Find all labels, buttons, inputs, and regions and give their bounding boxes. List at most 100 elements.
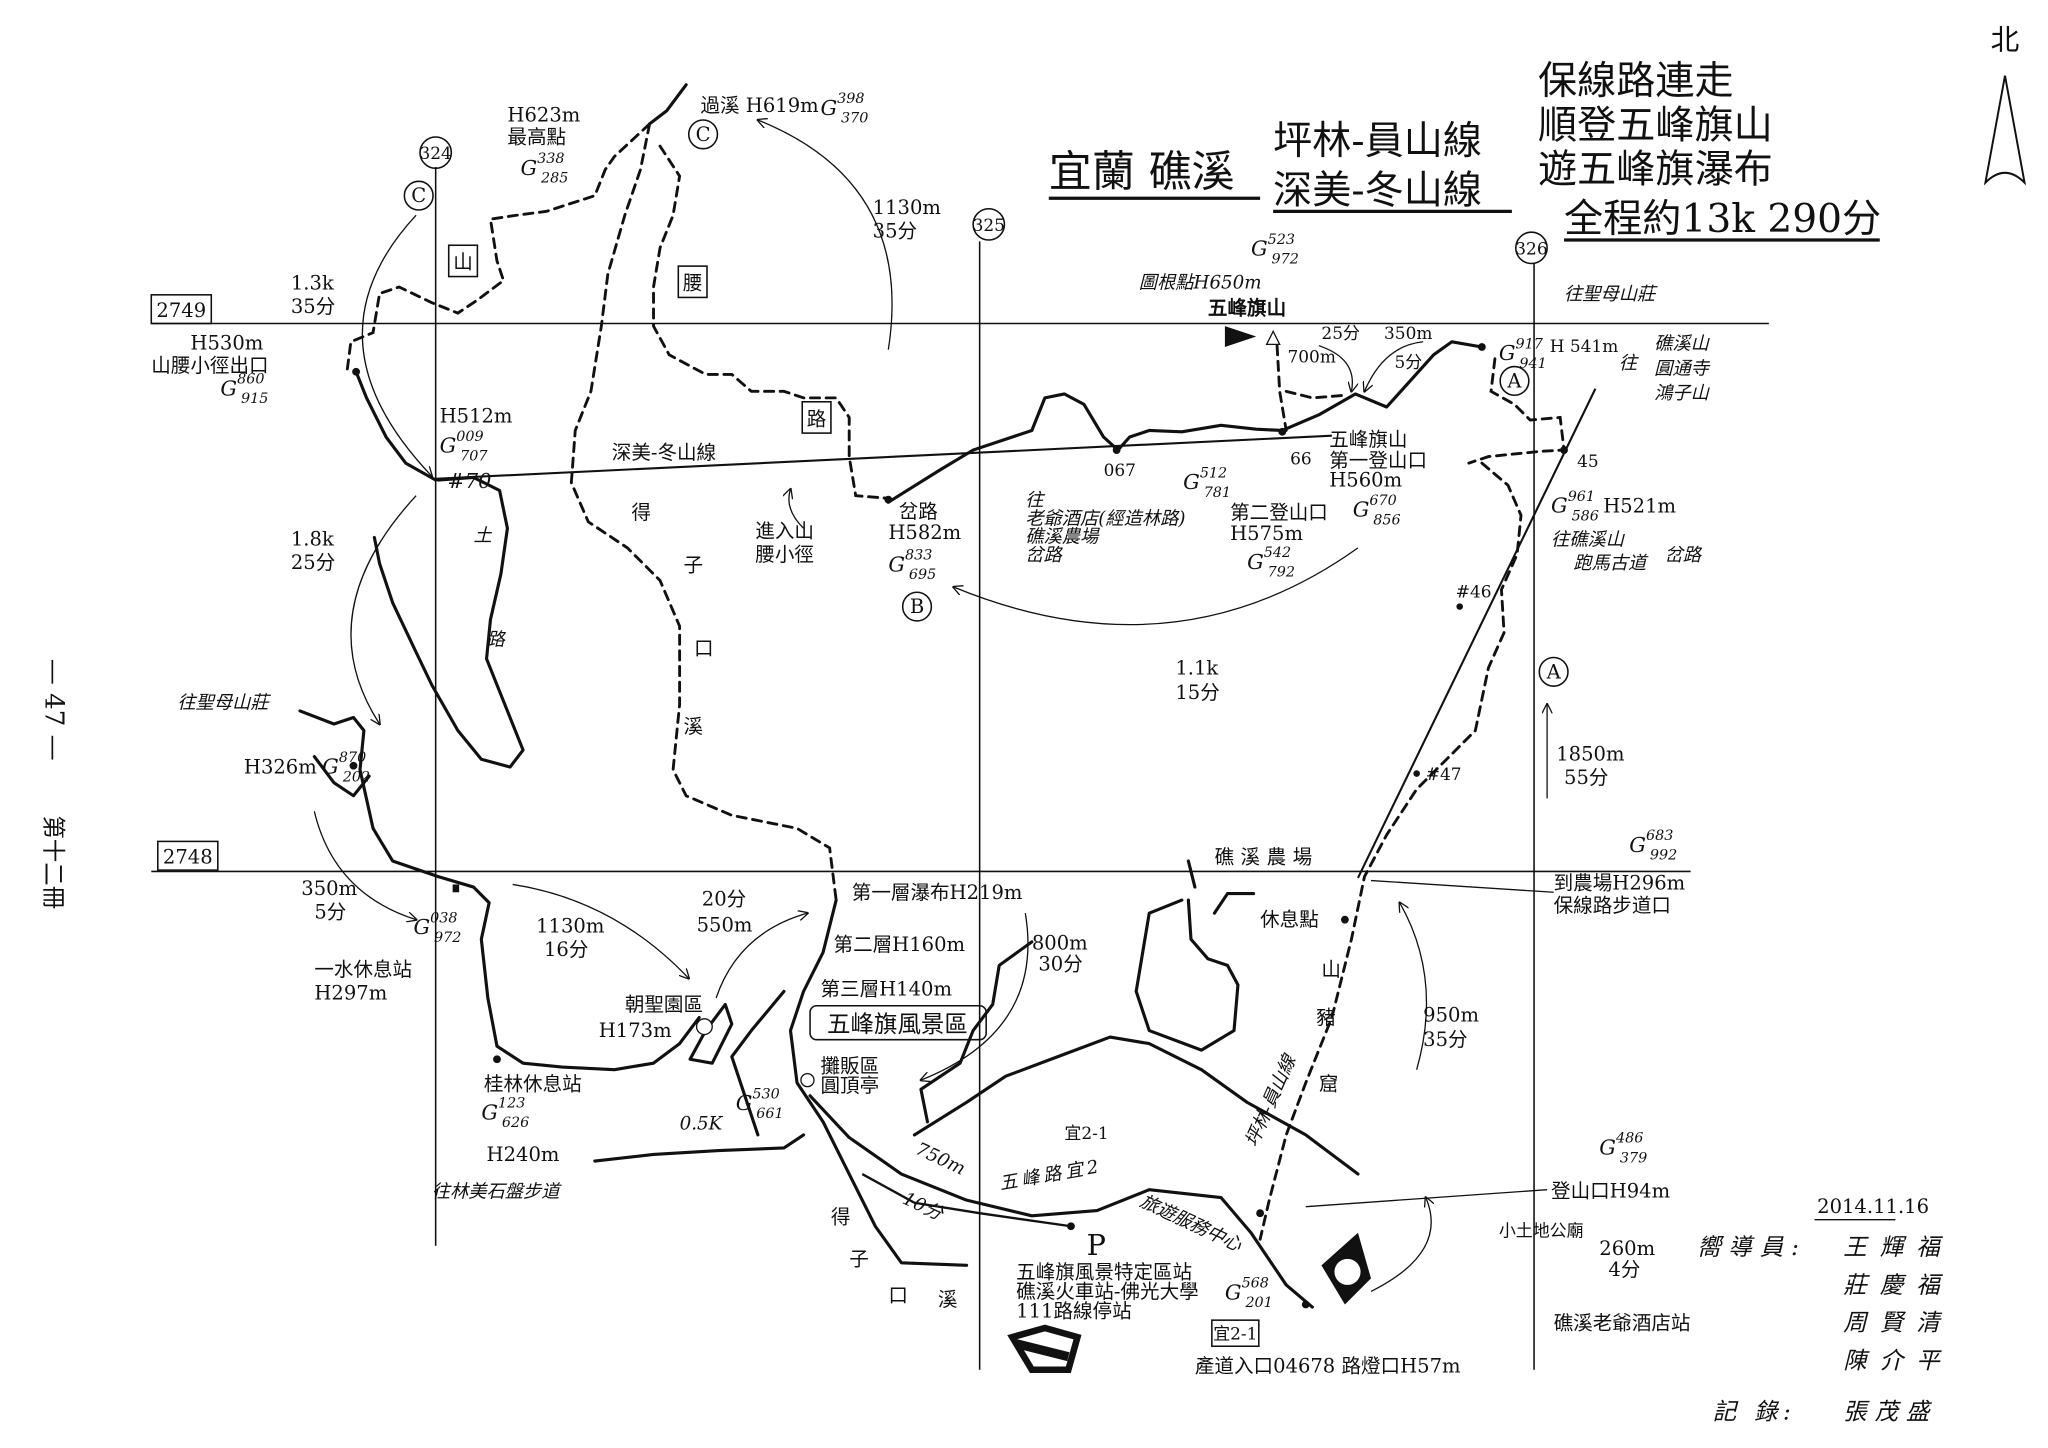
svg-text:五峰旗山: 五峰旗山 <box>1329 428 1407 451</box>
marker-a-north: A <box>1499 365 1530 397</box>
svg-text:#46: #46 <box>1456 581 1492 601</box>
svg-text:記 錄:: 記 錄: <box>1713 1397 1796 1425</box>
svg-text:深美-冬山線: 深美-冬山線 <box>612 441 716 464</box>
svg-text:攤販區: 攤販區 <box>820 1054 879 1077</box>
svg-text:土: 土 <box>473 525 492 546</box>
svg-text:1.1k: 1.1k <box>1175 656 1218 679</box>
svg-text:子: 子 <box>684 553 704 576</box>
svg-text:700m: 700m <box>1288 347 1336 367</box>
grid-lines <box>151 166 1769 1370</box>
map-title: 宜蘭 礁溪 坪林-員山線 深美-冬山線 保線路連走 順登五峰旗山 遊五峰旗瀑布 … <box>1049 59 1881 242</box>
credits: 2014.11.16 嚮導員: 王輝福 莊慶福 周賢清 陳介平 記 錄: 張茂盛 <box>1697 1195 1953 1425</box>
north-arrow-icon: 北 <box>1983 23 2027 186</box>
svg-text:800m: 800m <box>1032 932 1088 955</box>
box-shan: 山 <box>447 244 479 278</box>
svg-text:1.3k: 1.3k <box>291 272 334 295</box>
parking-icon: P <box>1087 1228 1106 1262</box>
svg-text:北: 北 <box>1991 23 2020 57</box>
svg-text:保線路步道口: 保線路步道口 <box>1554 894 1671 917</box>
svg-text:休息點: 休息點 <box>1260 908 1319 931</box>
svg-text:莊慶福: 莊慶福 <box>1843 1271 1953 1299</box>
svg-text:C: C <box>411 184 426 207</box>
svg-text:得: 得 <box>831 1206 851 1229</box>
svg-text:35分: 35分 <box>1423 1028 1467 1051</box>
box-lu: 路 <box>801 401 832 434</box>
svg-text:圓通寺: 圓通寺 <box>1654 358 1711 379</box>
svg-text:深美-冬山線: 深美-冬山線 <box>1273 169 1482 214</box>
box-scenic-area: 五峰旗風景區 <box>809 1004 987 1041</box>
svg-text:五峰旗山: 五峰旗山 <box>1208 296 1286 319</box>
svg-text:1130m: 1130m <box>873 196 941 219</box>
svg-text:小土地公廟: 小土地公廟 <box>1499 1221 1584 1241</box>
svg-text:最高點: 最高點 <box>507 125 566 148</box>
svg-text:腰: 腰 <box>683 272 703 295</box>
grid-col-324: 324 <box>419 136 453 170</box>
svg-text:324: 324 <box>419 143 451 163</box>
svg-text:1130m: 1130m <box>536 915 604 938</box>
svg-text:旅遊服務中心: 旅遊服務中心 <box>1137 1191 1246 1257</box>
svg-text:H297m: H297m <box>314 981 387 1004</box>
svg-text:岔路: 岔路 <box>1665 545 1703 566</box>
svg-text:宜2-1: 宜2-1 <box>1064 1123 1108 1143</box>
page-number: — 47 — <box>39 659 69 761</box>
svg-text:窟: 窟 <box>1319 1073 1339 1096</box>
svg-text:H173m: H173m <box>599 1019 672 1042</box>
svg-text:五峰旗風景特定區站: 五峰旗風景特定區站 <box>1016 1260 1192 1283</box>
svg-text:一水休息站: 一水休息站 <box>314 958 412 981</box>
svg-text:第二登山口: 第二登山口 <box>1230 501 1328 524</box>
svg-text:礁溪山: 礁溪山 <box>1654 334 1711 355</box>
svg-text:66: 66 <box>1290 448 1312 468</box>
svg-text:全程約13k 290分: 全程約13k 290分 <box>1564 197 1881 242</box>
svg-text:豬: 豬 <box>1316 1006 1336 1029</box>
svg-text:坪林-員山線: 坪林-員山線 <box>1242 1051 1302 1150</box>
svg-text:過溪 H619m: 過溪 H619m <box>700 94 818 117</box>
svg-text:350m: 350m <box>301 877 357 900</box>
svg-text:往: 往 <box>1619 353 1639 374</box>
box-yao: 腰 <box>677 265 708 299</box>
box-road-yi21: 宜2-1 <box>1211 1319 1260 1348</box>
svg-text:桂林休息站: 桂林休息站 <box>484 1073 582 1096</box>
svg-text:H560m: H560m <box>1329 469 1402 492</box>
svg-text:山: 山 <box>1321 958 1341 981</box>
svg-text:1.8k: 1.8k <box>291 527 334 550</box>
svg-text:35分: 35分 <box>291 295 335 318</box>
svg-text:往: 往 <box>1025 490 1045 511</box>
svg-text:A: A <box>1546 660 1562 683</box>
svg-text:第二層H160m: 第二層H160m <box>834 933 966 956</box>
svg-text:5分: 5分 <box>1394 352 1422 372</box>
svg-text:第一層瀑布H219m: 第一層瀑布H219m <box>852 881 1023 904</box>
svg-text:16分: 16分 <box>544 938 588 961</box>
waypoint-dots <box>349 343 1568 1309</box>
grid-row-2748: 2748 <box>157 840 219 871</box>
grid-col-325: 325 <box>972 207 1006 241</box>
svg-text:326: 326 <box>1515 238 1547 258</box>
svg-text:往聖母山莊: 往聖母山莊 <box>1564 284 1658 305</box>
svg-text:子: 子 <box>849 1247 869 1270</box>
svg-text:H240m: H240m <box>487 1143 560 1166</box>
svg-text:張茂盛: 張茂盛 <box>1843 1397 1937 1425</box>
svg-text:跑馬古道: 跑馬古道 <box>1573 553 1649 574</box>
svg-text:登山口H94m: 登山口H94m <box>1551 1180 1670 1203</box>
svg-text:礁溪農場: 礁溪農場 <box>1214 846 1318 869</box>
svg-text:C: C <box>696 123 711 146</box>
svg-text:750m: 750m <box>912 1139 968 1180</box>
svg-text:五峰路宜2: 五峰路宜2 <box>998 1156 1104 1195</box>
marker-a-east: A <box>1538 656 1569 687</box>
svg-text:朝聖園區: 朝聖園區 <box>625 993 703 1016</box>
volume-label: 第十二冊 <box>40 815 68 909</box>
svg-text:25分: 25分 <box>1321 323 1360 343</box>
svg-text:王輝福: 王輝福 <box>1843 1233 1953 1261</box>
distance-arcs <box>313 120 1554 1293</box>
